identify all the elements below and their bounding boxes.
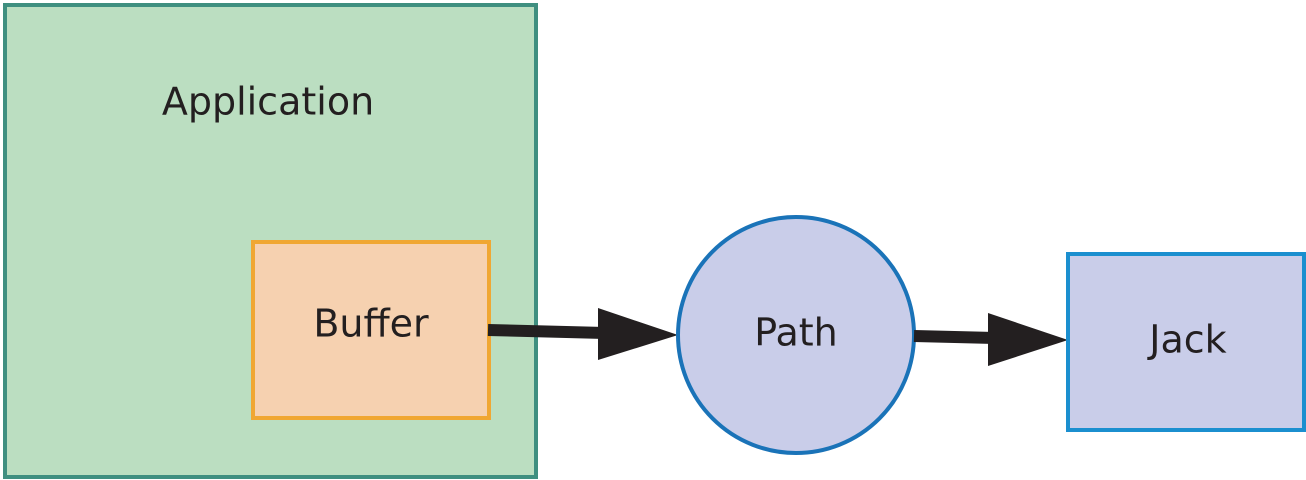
jack-node: Jack (1066, 252, 1306, 432)
buffer-node: Buffer (251, 240, 491, 420)
edge-path-to-jack-line (913, 330, 996, 344)
edge-buffer-to-path-arrowhead (598, 308, 678, 360)
edge-path-to-jack (913, 313, 1068, 366)
edge-path-to-jack-arrowhead (988, 313, 1068, 366)
buffer-label: Buffer (313, 302, 429, 346)
edge-buffer-to-path (487, 308, 678, 360)
application-label: Application (162, 80, 374, 124)
buffer-box (251, 240, 491, 420)
path-node: Path (676, 215, 916, 455)
path-label: Path (754, 311, 837, 355)
jack-box (1066, 252, 1306, 432)
path-circle (676, 215, 916, 455)
edge-buffer-to-path-line (487, 324, 606, 339)
jack-label: Jack (1147, 318, 1226, 362)
